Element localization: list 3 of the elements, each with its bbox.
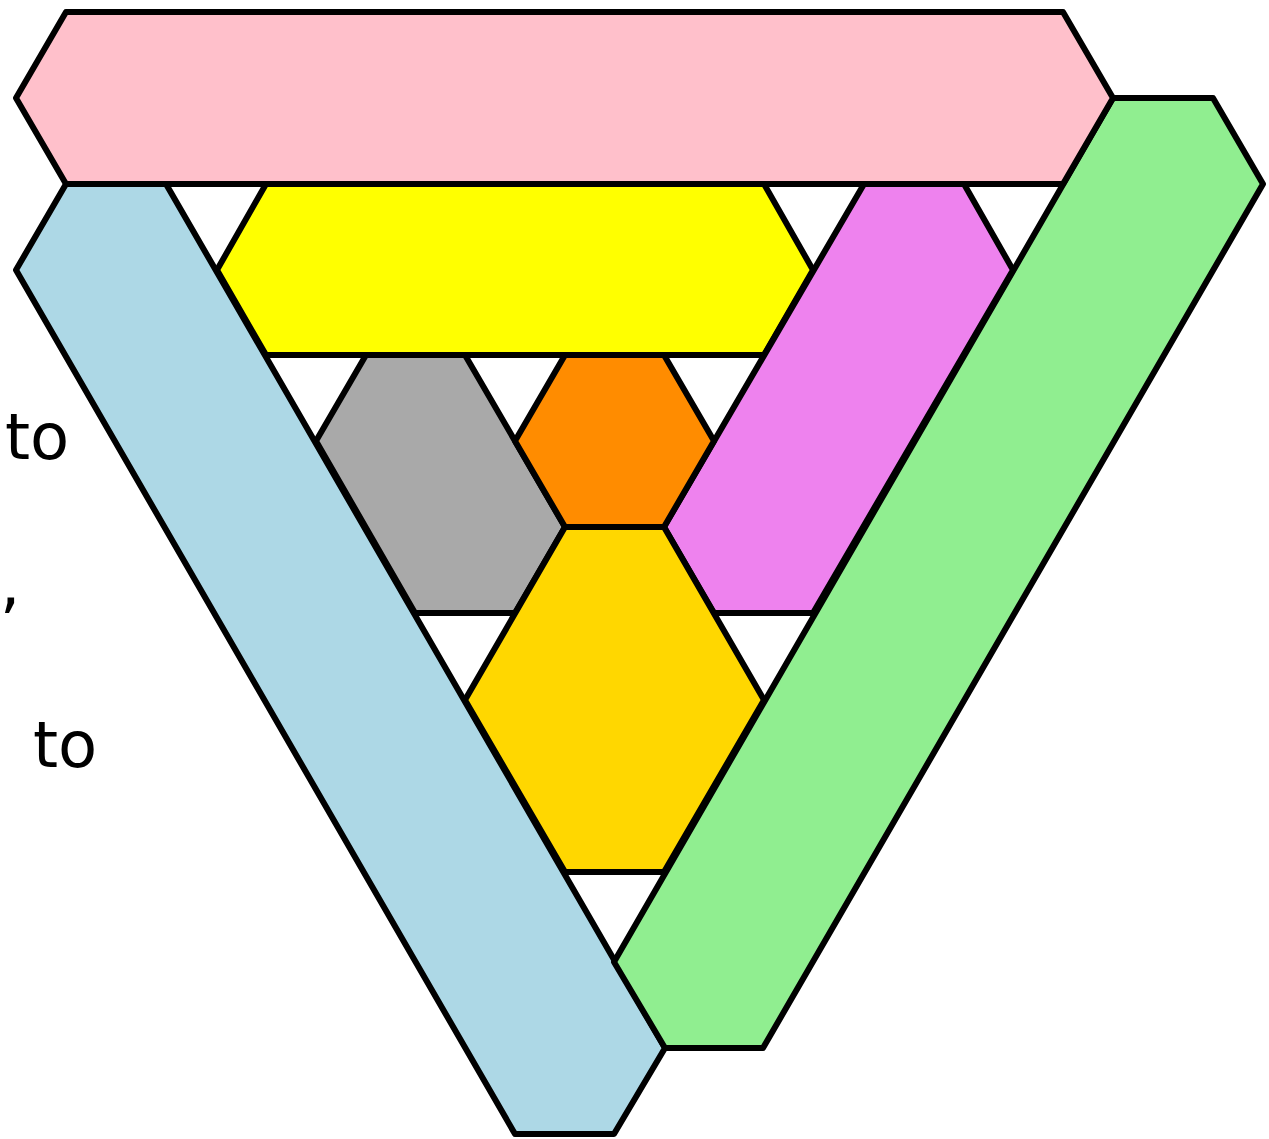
text-label: , — [0, 552, 21, 616]
text-label: to — [5, 405, 70, 469]
text-label: to — [33, 713, 98, 777]
